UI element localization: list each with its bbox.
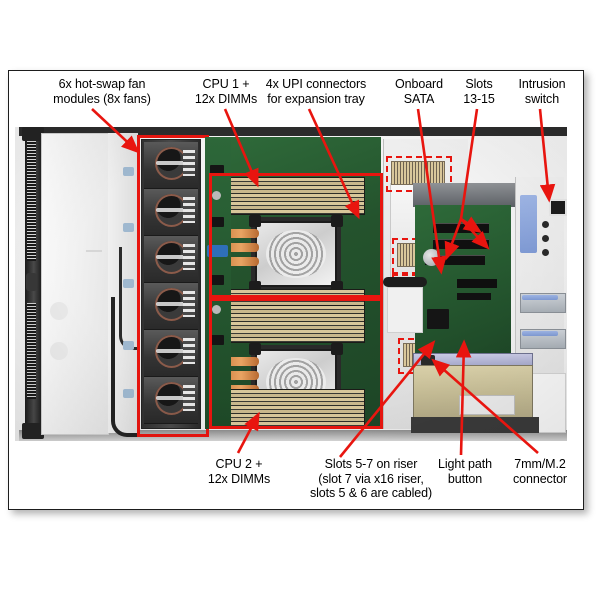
cpu2-heatpipe-1 [219,357,259,366]
server-callout-figure: 6x hot-swap fan modules (8x fans) CPU 1 … [8,70,584,510]
onboard-sata-connector-b [457,293,491,300]
riser-blue-handle [520,195,537,253]
cable-bundle-shroud [387,287,423,333]
riser-assembly [515,177,566,433]
callout-label-slots-13-15: Slots 13-15 [463,77,495,106]
cover-seam [86,250,102,252]
cpu2-heatpipe-2 [219,371,259,380]
server-interior-photo [15,127,567,441]
fan-module-1 [144,142,198,189]
fan-module-6 [144,377,198,424]
cpu-1-heatsink [249,215,343,293]
front-vent-grill-upper [27,141,36,261]
cover-mark-b [50,342,68,360]
cpu1-highlight-box [209,173,383,301]
routed-cable-primary [111,297,139,437]
callout-label-onboard-sata: Onboard SATA [395,77,443,106]
callout-label-fan-modules: 6x hot-swap fan modules (8x fans) [53,77,151,106]
cpu1-heatpipe-3 [219,257,259,266]
cable-clip-1 [123,167,134,176]
callout-label-cpu2: CPU 2 + 12x DIMMs [207,457,271,486]
callout-label-cpu1: CPU 1 + 12x DIMMs [194,77,258,106]
callout-label-intrusion-switch: Intrusion switch [518,77,566,106]
chassis-top-rail [19,127,567,136]
front-edge-tab-top [22,127,44,141]
drive-bay-cover [41,133,109,435]
fan-bank [141,139,201,429]
onboard-sata-connector [457,279,497,288]
front-edge-tab-bottom [22,423,44,439]
fan-module-5 [144,330,198,377]
black-cable-run [383,277,427,287]
front-latch-knob [26,273,37,291]
photo-vignette [15,127,567,441]
cable-clip-5 [123,389,134,398]
fan-module-2 [144,189,198,236]
cpu1-heatpipe-1 [219,229,259,238]
board-blue-connector [207,245,228,257]
cable-clip-2 [123,223,134,232]
callout-label-m2-connector: 7mm/M.2 connector [513,457,567,486]
chassis-bottom-rail [19,430,567,441]
io-chip [427,309,449,329]
cable-clip-4 [123,341,134,350]
callout-label-slots-5-7: Slots 5-7 on riser (slot 7 via x16 riser… [309,457,433,500]
cover-mark-a [50,302,68,320]
callout-label-light-path-button: Light path button [438,457,492,486]
cable-clip-3 [123,279,134,288]
intrusion-switch [549,199,567,216]
dimm-bank-cpu2-upper [223,305,365,343]
cpu1-heatpipe-2 [219,243,259,252]
front-vent-grill-lower [27,303,36,399]
fan-module-4 [144,283,198,330]
callout-label-upi: 4x UPI connectors for expansion tray [265,77,367,106]
fan-module-3 [144,236,198,283]
